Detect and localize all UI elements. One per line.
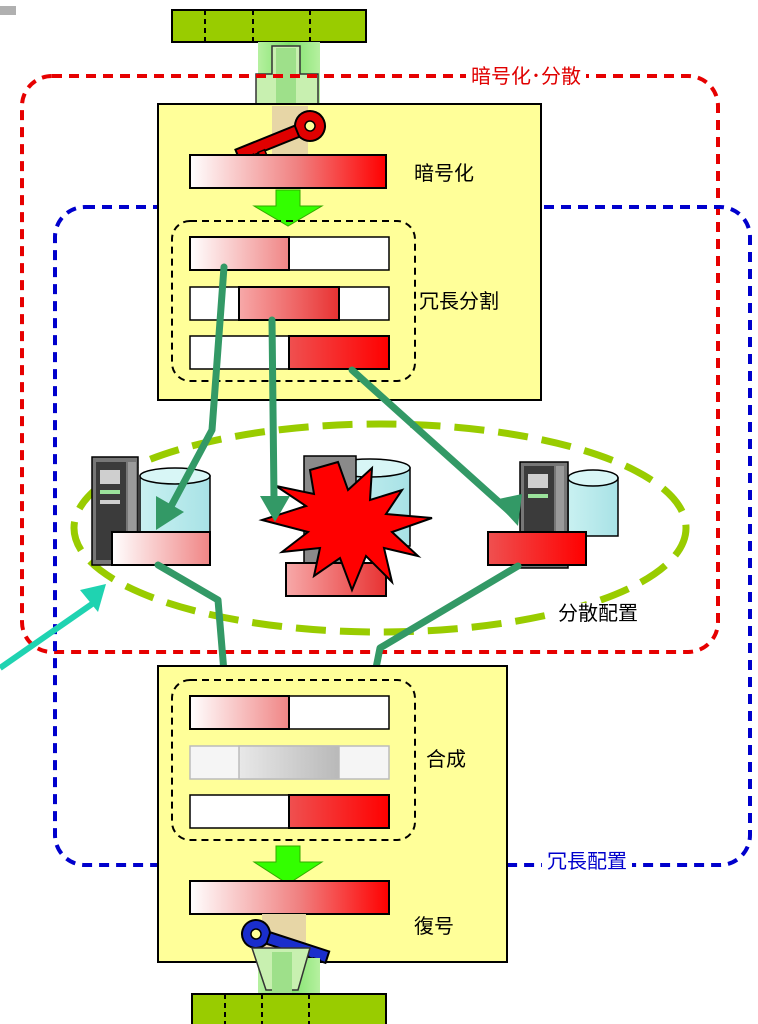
label-distributed-placement: 分散配置 — [554, 603, 642, 623]
stored-fragment-2 — [285, 562, 387, 597]
database-icon — [567, 469, 619, 537]
output-packet-icon — [191, 993, 387, 1024]
decrypted-data-bar — [189, 880, 390, 915]
flow-arrow-fragment-1-store — [164, 263, 228, 516]
corner-mark — [0, 6, 16, 15]
arrowhead-3 — [494, 494, 522, 526]
combine-fragment-2-missing — [238, 745, 340, 780]
label-decrypt: 復号 — [414, 914, 454, 938]
split-fragment-3 — [288, 335, 390, 370]
flow-arrow-fragment-3-store — [348, 366, 514, 516]
flow-arrow-fragment-2-store — [268, 316, 278, 502]
storage-node-left — [91, 456, 211, 566]
step-arrow-combine — [252, 845, 324, 885]
storage-node-right — [487, 461, 619, 569]
output-funnel — [250, 947, 311, 1000]
input-packet-icon — [171, 9, 367, 43]
encrypt-distribute-zone — [20, 74, 720, 654]
pointer-arrow — [0, 584, 106, 671]
label-combine: 合成 — [426, 747, 466, 771]
combine-group-box — [171, 679, 416, 841]
arrowhead-2 — [260, 496, 290, 522]
split-group-box — [171, 220, 416, 382]
distributed-storage-ellipse — [70, 420, 690, 636]
stored-fragment-1 — [111, 531, 211, 566]
stored-fragment-3 — [487, 531, 587, 566]
step-arrow-encrypt — [252, 189, 324, 227]
flow-arrow-fragment-1-combine — [154, 561, 228, 676]
storage-node-center-failed — [258, 455, 433, 597]
encrypted-data-bar — [189, 154, 387, 189]
label-redundant-placement: 冗長配置 — [542, 851, 632, 871]
arrowhead-1 — [156, 496, 184, 530]
combine-fragment-1 — [189, 695, 290, 730]
split-fragment-2 — [238, 286, 340, 321]
split-fragment-1 — [189, 236, 290, 271]
label-encrypt-distribute: 暗号化･分散 — [466, 66, 586, 86]
label-redundant-split: 冗長分割 — [419, 289, 499, 313]
combine-fragment-3 — [288, 794, 390, 829]
explosion-icon — [258, 460, 433, 593]
label-encrypt: 暗号化 — [414, 161, 474, 185]
